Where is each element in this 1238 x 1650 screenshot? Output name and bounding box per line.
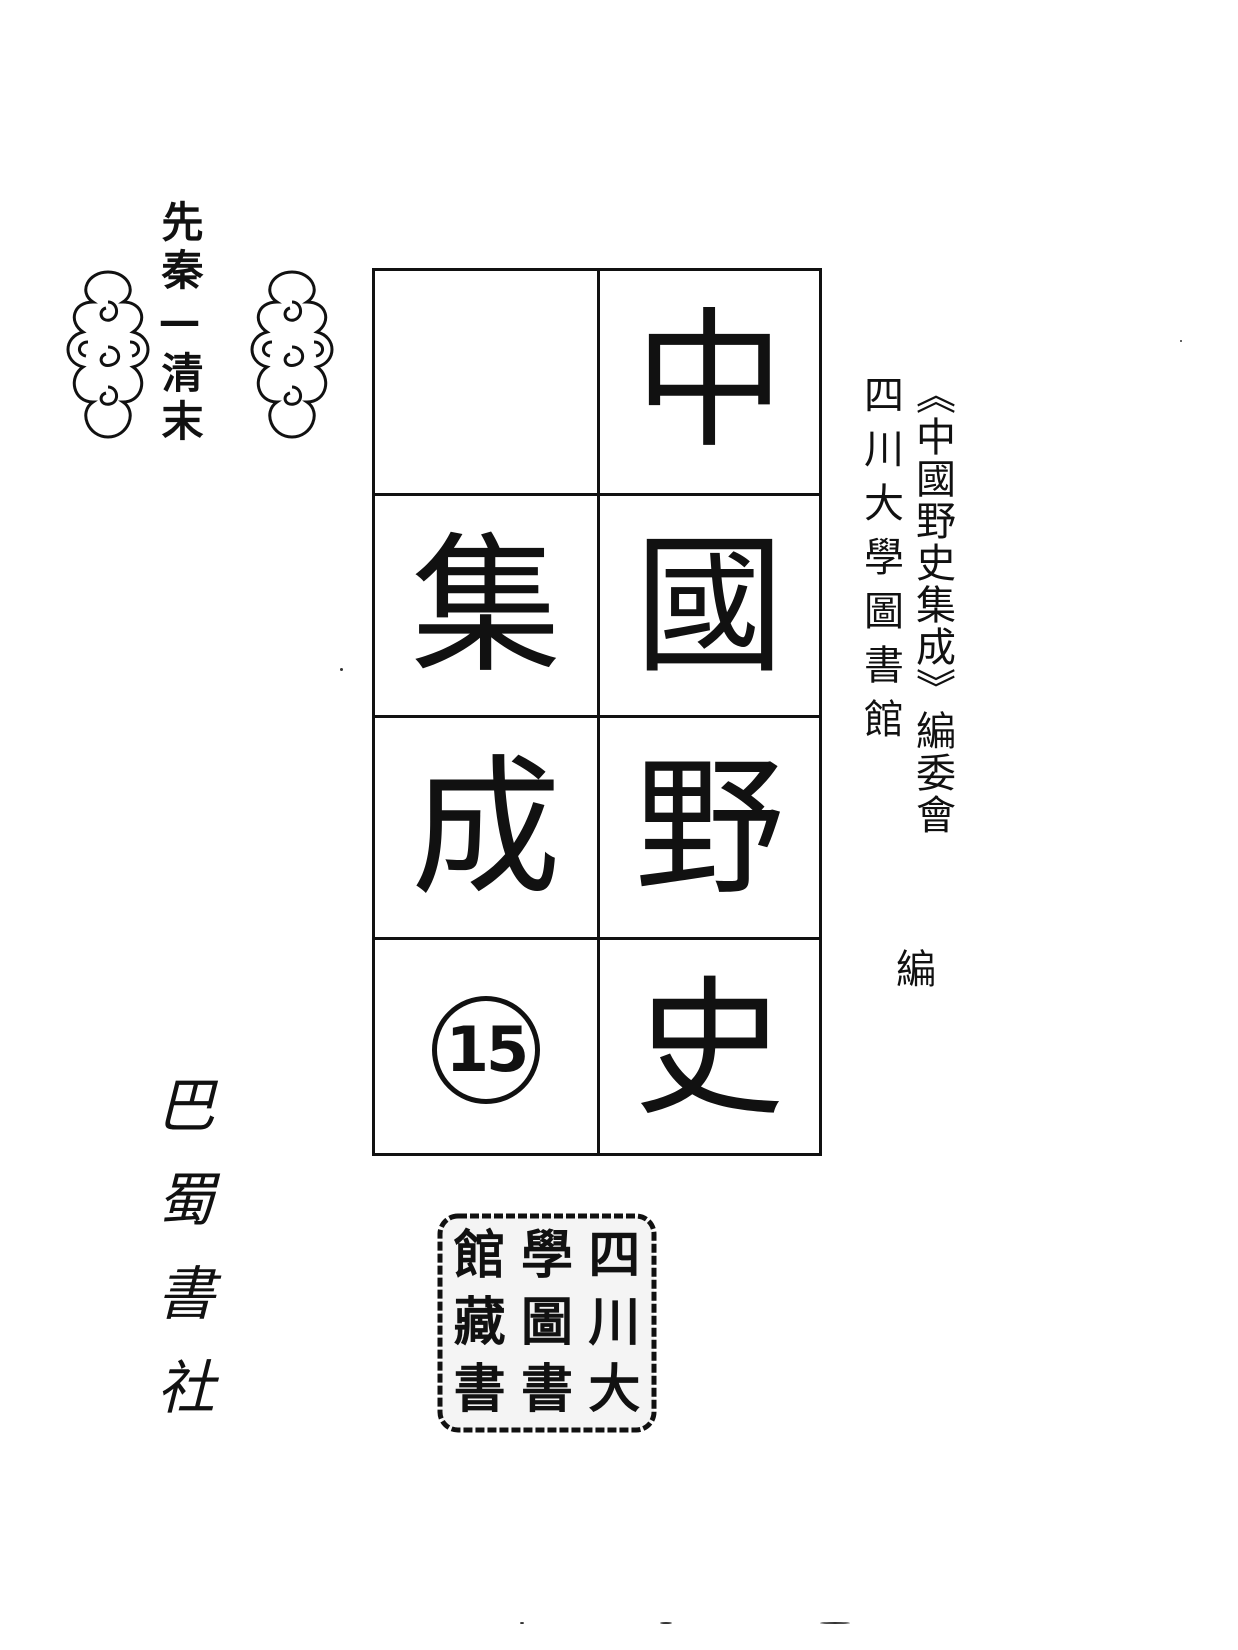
cloud-ornament-icon <box>66 270 150 439</box>
scan-speck <box>520 1622 524 1624</box>
editor-library: 四川大學圖書館 <box>857 374 903 752</box>
title-grid: 中 國 野 史 集 成 15 <box>372 268 822 1156</box>
volume-cell: 15 <box>375 937 597 1159</box>
scan-speck <box>820 1622 850 1624</box>
scan-speck <box>340 668 343 671</box>
title-char: 集 <box>375 493 597 718</box>
publisher-name: 巴蜀書社 <box>147 1075 215 1451</box>
seal-char: 館 <box>453 1224 506 1286</box>
volume-badge: 15 <box>432 995 540 1104</box>
seal-char: 圖 <box>521 1291 574 1353</box>
seal-char: 藏 <box>453 1291 506 1353</box>
editor-suffix: 編 <box>889 948 935 988</box>
seal-char: 書 <box>521 1359 574 1421</box>
title-empty-cell <box>375 271 597 493</box>
title-char: 中 <box>634 295 785 469</box>
seal-char: 大 <box>588 1359 641 1421</box>
scan-speck <box>660 1622 672 1624</box>
library-seal: 四 學 館 川 圖 藏 大 書 書 <box>436 1212 658 1434</box>
seal-char: 川 <box>588 1291 641 1353</box>
title-char: 國 <box>600 493 819 718</box>
seal-border <box>437 1213 657 1433</box>
seal-characters: 四 學 館 川 圖 藏 大 書 書 <box>446 1222 648 1424</box>
cloud-ornament-icon <box>250 270 334 439</box>
editor-committee: 《中國野史集成》編委會 <box>909 374 955 836</box>
title-column-left: 集 成 15 <box>375 271 597 1153</box>
title-column-right: 中 國 野 史 <box>597 271 819 1153</box>
scan-speck <box>1180 340 1182 342</box>
title-char: 成 <box>375 715 597 940</box>
seal-char: 四 <box>588 1224 641 1286</box>
title-char: 野 <box>600 715 819 940</box>
title-char: 史 <box>600 937 819 1159</box>
period-label: 先秦—清末 <box>155 200 204 447</box>
seal-char: 書 <box>453 1359 506 1421</box>
seal-char: 學 <box>521 1224 574 1286</box>
